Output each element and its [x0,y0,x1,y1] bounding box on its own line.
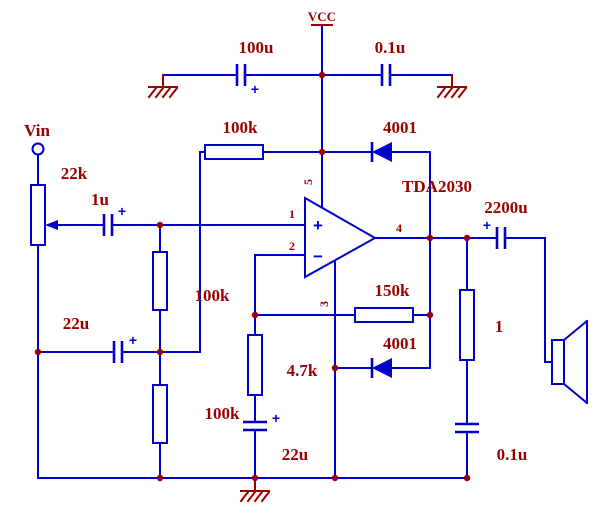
junction-dot [318,148,326,156]
vcc-label: VCC [308,9,336,24]
capacitor-gain-22u [243,420,267,432]
resistor-bias-upper-100k [152,251,168,311]
diode-out-4001 [370,358,392,378]
ground-icon-bottom [239,477,271,503]
res-1ohm-label: 1 [495,317,504,336]
diode-4001-top-label: 4001 [383,118,417,137]
pin2-label: 2 [289,239,295,253]
junction-dot [156,221,164,229]
resistor-zobel-1ohm [459,289,475,361]
capacitor-output-2200u [495,227,507,249]
res-150k-label: 150k [375,281,411,300]
res-4k7-label: 4.7k [287,361,318,380]
polarity-plus-1u: + [118,203,126,219]
res-100k-bottom-label: 100k [205,404,241,423]
junction-dot [318,71,326,79]
junction-dot [426,234,434,242]
capacitor-supply-bulk-100u [235,64,247,86]
junction-dot [463,474,471,482]
junction-dot [331,474,339,482]
diode-bottom-triangle [372,358,392,378]
resistor-feedback-150k [354,307,414,323]
pin1-label: 1 [289,207,295,221]
cap-22u-bottom-label: 22u [282,445,308,464]
pot-22k-label: 22k [61,164,88,183]
resistor-gain-4k7 [247,334,263,396]
potentiometer-22k-body [30,184,46,246]
resistor-bias-lower-100k [152,384,168,444]
junction-dot [463,234,471,242]
ground-icon-top-left [147,74,179,99]
cap-1u-label: 1u [91,190,109,209]
pin3-label: 3 [317,301,331,307]
vin-label: Vin [24,121,50,140]
resistor-vcc-bias-100k [204,144,264,160]
junction-dots [34,71,471,482]
opamp-triangle [304,196,378,279]
res-100k-top-label: 100k [223,118,259,137]
junction-dot [331,364,339,372]
speaker-icon [551,319,589,405]
opamp-minus-sign: − [313,247,323,266]
pin5-label: 5 [301,179,315,185]
pot-wiper-arrowhead [45,220,58,230]
res-100k-mid-label: 100k [195,286,231,305]
cap-22u-left-label: 22u [63,314,89,333]
diode-4001-bottom-label: 4001 [383,334,417,353]
cap-100u-label: 100u [239,38,274,57]
junction-dot [156,474,164,482]
wire-pin2-row [254,254,306,316]
ground-icon-top-right [436,74,468,99]
diode-top-triangle [372,142,392,162]
speaker-body [551,339,565,385]
speaker-horn [562,319,589,405]
components [30,24,589,503]
cap-0u1-zobel-label: 0.1u [497,445,528,464]
cap-2200u-label: 2200u [484,198,527,217]
wire-output-row [374,237,553,363]
junction-dot [426,311,434,319]
labels: VCC Vin 100u 0.1u 100k 4001 TDA2030 22k … [24,9,528,464]
polarity-plus-2200u: + [483,217,491,233]
polarity-plus-22u-bottom: + [272,410,280,426]
capacitor-zobel-0u1 [455,422,479,434]
opamp-plus-sign: + [313,216,323,235]
vin-terminal [31,142,45,156]
capacitor-supply-hf-0u1 [380,64,392,86]
pin4-label: 4 [396,221,402,235]
junction-dot [156,348,164,356]
junction-dot [251,311,259,319]
cap-0u1-top-label: 0.1u [375,38,406,57]
polarity-plus-100u: + [251,81,259,97]
junction-dot [34,348,42,356]
capacitor-input-1u [102,214,114,236]
capacitor-bias-22u [112,341,124,363]
polarity-plus-22u-left: + [129,332,137,348]
junction-dot [251,474,259,482]
diode-vcc-4001 [370,142,392,162]
ic-part-label: TDA2030 [402,177,472,196]
